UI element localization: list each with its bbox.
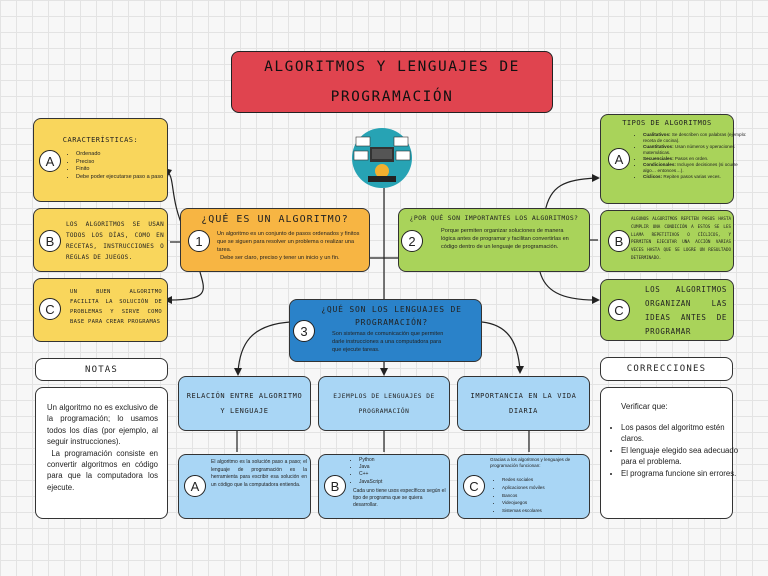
organize-ideas-text: LOS ALGORITMOS ORGANIZAN LAS IDEAS ANTES…: [645, 285, 727, 336]
corrections-title: CORRECCIONES: [626, 364, 707, 374]
importance-box: Gracias a los algoritmos y lenguajes de …: [457, 454, 590, 519]
characteristics-list: Ordenado Preciso Finito Debe poder ejecu…: [62, 151, 176, 181]
why-important-box: ¿POR QUÉ SON IMPORTANTES LOS ALGORITMOS?…: [398, 208, 590, 272]
importance-list: Redes sociales Aplicaciones móviles Banc…: [488, 476, 596, 515]
list-item: Secuenciales: Pasos en orden.: [643, 156, 747, 162]
what-are-languages-title: ¿QUÉ SON LOS LENGUAJES DE PROGRAMACIÓN?: [321, 305, 462, 327]
languages-list: Python Java C++ JavaScript: [345, 457, 449, 486]
list-item: Preciso: [76, 159, 176, 167]
list-item: Cíclicos: Repiten pasos varias veces.: [643, 174, 747, 180]
examples-header: EJEMPLOS DE LENGUAJES DE PROGRAMACIÓN: [318, 376, 450, 431]
why-important-title: ¿POR QUÉ SON IMPORTANTES LOS ALGORITMOS?: [409, 214, 579, 222]
q3-badge: 3: [293, 320, 315, 342]
arrow-to-right-c: [539, 271, 596, 301]
notes-text: Un algoritmo no es exclusivo de la progr…: [47, 403, 158, 492]
list-item: Debe poder ejecutarse paso a paso: [76, 174, 176, 182]
list-item: El lenguaje elegido sea adecuado para el…: [621, 445, 739, 468]
list-item: Los pasos del algoritmo estén claros.: [621, 422, 739, 445]
examples-title: EJEMPLOS DE LENGUAJES DE PROGRAMACIÓN: [333, 392, 435, 415]
left-a-badge: A: [39, 150, 61, 172]
importance-header: IMPORTANCIA EN LA VIDA DIARIA: [457, 376, 590, 431]
corrections-header: CORRECCIONES: [600, 357, 733, 381]
arrow-to-importancia: [481, 321, 521, 371]
what-is-algorithm-text: Un algoritmo es un conjunto de pasos ord…: [217, 231, 360, 261]
notes-box: Un algoritmo no es exclusivo de la progr…: [35, 387, 168, 519]
corrections-box: Verificar que: Los pasos del algoritmo e…: [600, 387, 738, 519]
notes-title: NOTAS: [84, 364, 119, 375]
left-b-badge: B: [39, 230, 61, 252]
list-item: Cualitativos: Se describen con palabras …: [643, 132, 747, 144]
q2-badge: 2: [401, 230, 423, 252]
corrections-intro: Verificar que:: [621, 402, 668, 411]
list-item: JavaScript: [359, 479, 449, 486]
programmer-illustration: [344, 127, 420, 189]
relation-header: RELACIÓN ENTRE ALGORITMO Y LENGUAJE: [178, 376, 311, 431]
relation-text: El algoritmo es la solución paso a paso;…: [211, 459, 307, 488]
list-item: Condicionales: Incluyen decisiones (si o…: [643, 162, 747, 174]
repetitive-text: ALGUNOS ALGORITMOS REPITEN PASOS HASTA C…: [631, 216, 731, 260]
what-are-languages-text: Son sistemas de comunicación que permite…: [332, 331, 444, 353]
list-item: Videojuegos: [502, 499, 596, 507]
arrow-to-right-a: [544, 177, 596, 213]
algorithm-types-heading: TIPOS DE ALGORITMOS: [622, 119, 712, 127]
importance-title: IMPORTANCIA EN LA VIDA DIARIA: [470, 391, 577, 415]
list-item: El programa funcione sin errores.: [621, 468, 739, 479]
list-item: Aplicaciones móviles: [502, 484, 596, 492]
importance-intro: Gracias a los algoritmos y lenguajes de …: [490, 457, 571, 469]
title-box: ALGORITMOS Y LENGUAJES DE PROGRAMACIÓN: [231, 51, 553, 113]
daily-use-text: LOS ALGORITMOS SE USAN TODOS LOS DÍAS, C…: [66, 221, 164, 261]
list-item: Redes sociales: [502, 476, 596, 484]
examples-text: Cada uno tiene usos específicos según el…: [353, 488, 446, 509]
what-is-algorithm-box: ¿QUÉ ES UN ALGORITMO? Un algoritmo es un…: [180, 208, 370, 272]
what-is-algorithm-title: ¿QUÉ ES UN ALGORITMO?: [201, 214, 349, 225]
importance-badge: C: [463, 475, 485, 497]
relation-title: RELACIÓN ENTRE ALGORITMO Y LENGUAJE: [186, 391, 303, 415]
arrow-to-relacion: [237, 321, 291, 373]
examples-badge: B: [324, 475, 346, 497]
list-item: Python: [359, 457, 449, 464]
q1-badge: 1: [188, 230, 210, 252]
notes-header: NOTAS: [35, 358, 168, 381]
why-important-text: Porque permiten organizar soluciones de …: [441, 228, 569, 250]
right-c-badge: C: [608, 299, 630, 321]
right-b-badge: B: [608, 230, 630, 252]
relation-badge: A: [184, 475, 206, 497]
what-are-languages-box: ¿QUÉ SON LOS LENGUAJES DE PROGRAMACIÓN? …: [289, 299, 482, 362]
list-item: C++: [359, 471, 449, 478]
list-item: Bancos: [502, 492, 596, 500]
list-item: Cuantitativos: Usan números y operacione…: [643, 144, 747, 156]
algorithm-types-list: Cualitativos: Se describen con palabras …: [629, 132, 747, 180]
good-algorithm-text: UN BUEN ALGORITMO FACILITA LA SOLUCIÓN D…: [70, 289, 162, 325]
list-item: Ordenado: [76, 151, 176, 159]
right-a-badge: A: [608, 148, 630, 170]
corrections-list: Los pasos del algoritmo estén claros. El…: [607, 422, 739, 479]
left-c-badge: C: [39, 298, 61, 320]
list-item: Java: [359, 464, 449, 471]
list-item: Sistemas escolares: [502, 507, 596, 515]
arrow-to-left-c: [169, 271, 204, 301]
page-title: ALGORITMOS Y LENGUAJES DE PROGRAMACIÓN: [264, 59, 520, 105]
list-item: Finito: [76, 166, 176, 174]
characteristics-heading: CARACTERÍSTICAS:: [62, 136, 139, 144]
